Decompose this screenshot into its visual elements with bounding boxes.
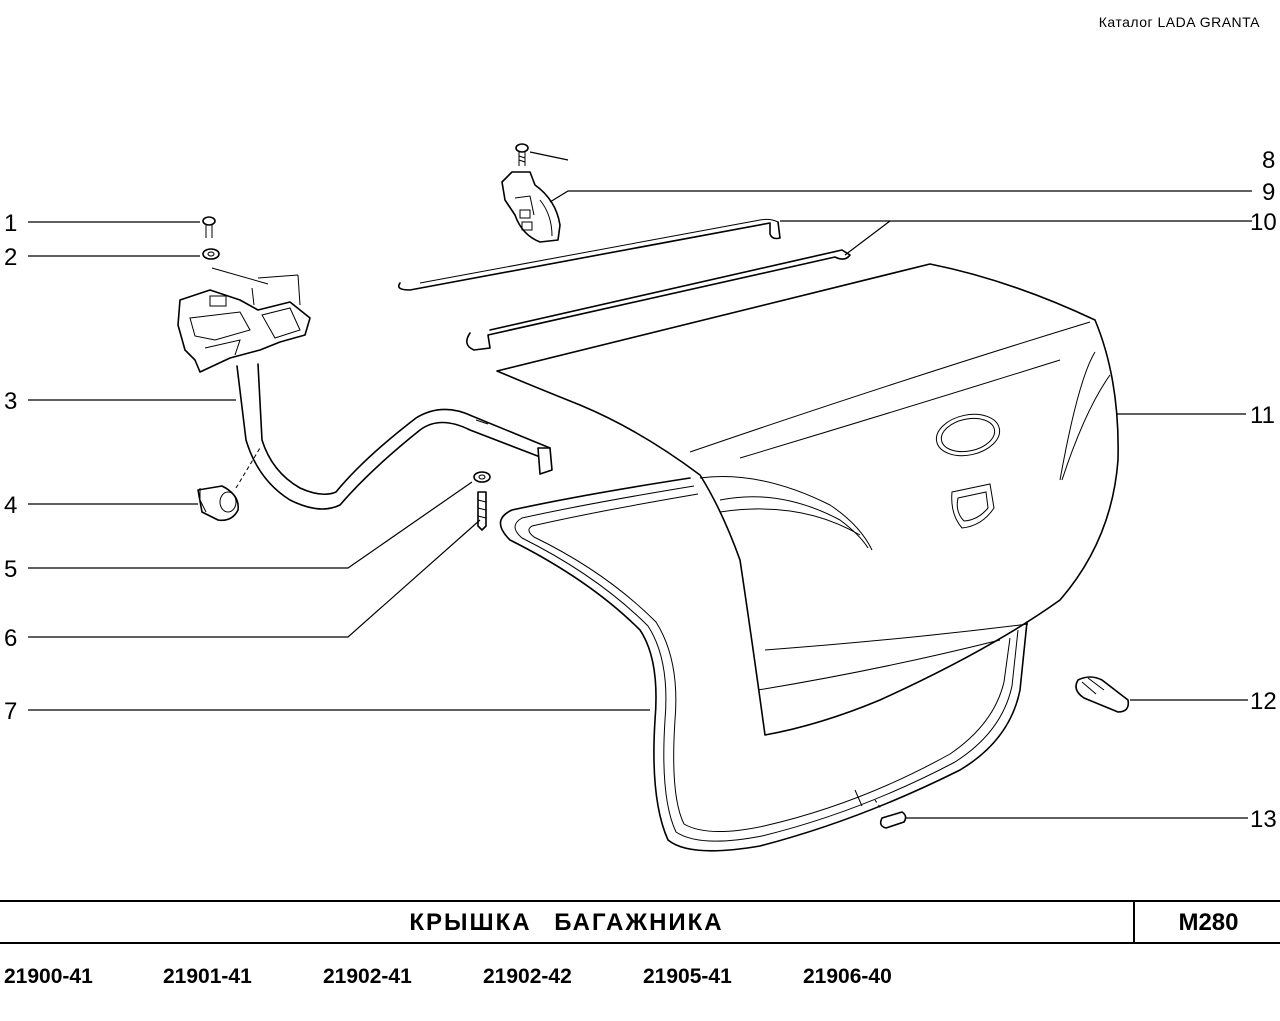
drawing-title: КРЫШКА БАГАЖНИКА [0, 902, 1135, 942]
leader-lines [28, 151, 1252, 819]
callout-7: 7 [4, 698, 17, 725]
callout-10: 10 [1250, 209, 1277, 236]
trunk-seal [499, 477, 1028, 852]
callout-6: 6 [4, 625, 17, 652]
model-code: 21900-41 [4, 965, 93, 988]
model-code: 21902-42 [483, 965, 572, 988]
callout-4: 4 [4, 492, 17, 519]
model-code: 21906-40 [803, 965, 892, 988]
callout-2: 2 [4, 244, 17, 271]
exploded-parts-diagram: 1 2 3 4 5 6 7 8 9 10 11 12 13 [4, 143, 1277, 852]
model-code: 21905-41 [643, 965, 732, 988]
washer-and-screw [473, 471, 491, 531]
callout-9: 9 [1262, 179, 1275, 206]
callout-11: 11 [1250, 402, 1275, 429]
model-code: 21901-41 [163, 965, 252, 988]
drawing-code: М280 [1178, 909, 1239, 936]
callout-1: 1 [4, 210, 17, 237]
torsion-bars [397, 218, 851, 351]
stop-plug [1075, 676, 1130, 713]
title-block: КРЫШКА БАГАЖНИКА М280 [0, 900, 1280, 944]
trunk-lid [496, 263, 1119, 736]
model-code: 21902-41 [323, 965, 412, 988]
callout-numbers: 1 2 3 4 5 6 7 8 9 10 11 12 13 [4, 147, 1277, 833]
handle-bar [236, 363, 553, 510]
callout-5: 5 [4, 556, 17, 583]
buffer [197, 447, 261, 522]
catalog-header: Каталог LADA GRANTA [1098, 14, 1260, 30]
model-list: 21900-41 21901-41 21902-41 21902-42 2190… [0, 965, 1280, 999]
hinge [501, 143, 561, 243]
callout-8: 8 [1262, 147, 1275, 174]
callout-13: 13 [1250, 806, 1277, 833]
callout-3: 3 [4, 388, 17, 415]
pin [874, 799, 907, 829]
callout-12: 12 [1250, 688, 1277, 715]
lock-bracket [177, 216, 311, 373]
